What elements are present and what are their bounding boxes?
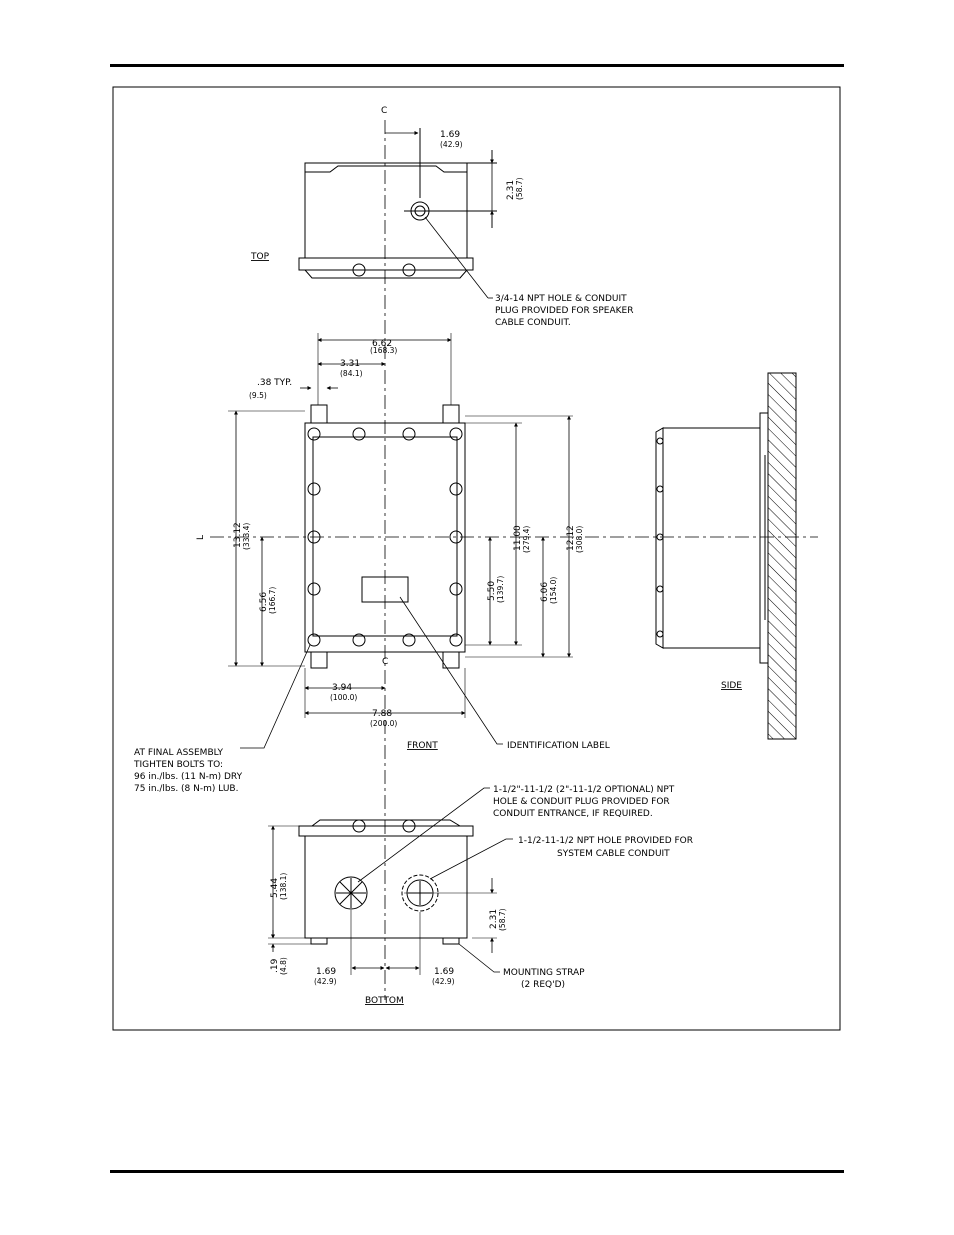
top-height-dim-mm: (58.7) [515, 177, 524, 200]
body-half-dim: 5.50 [487, 581, 497, 601]
mtg-height-dim-mm: (308.0) [575, 526, 584, 553]
strap-dim: .19 [270, 958, 280, 973]
npt-top-note-1: 3/4-14 NPT HOLE & CONDUIT [495, 294, 627, 304]
half-width-dim: 3.94 [332, 683, 352, 693]
strap-dim-mm: (4.8) [279, 957, 288, 975]
centerline-label: C [381, 106, 387, 116]
assembly-note-3: 96 in./lbs. (11 N-m) DRY [134, 772, 243, 782]
assembly-note-1: AT FINAL ASSEMBLY [134, 748, 223, 758]
front-view-label: FRONT [407, 741, 438, 751]
height-total-dim-mm: (333.4) [242, 523, 251, 550]
bottom-view [298, 819, 474, 945]
top-offset-dim-mm: (42.9) [440, 140, 463, 149]
mtg-half-dim-mm: (154.0) [549, 577, 558, 604]
top-view [298, 128, 497, 279]
bottom-right-dim-mm: (42.9) [432, 977, 455, 986]
height-half-dim-mm: (166.7) [268, 587, 277, 614]
side-view [655, 372, 797, 740]
side-view-label: SIDE [721, 681, 742, 691]
assembly-note-4: 75 in./lbs. (8 N-m) LUB. [134, 784, 238, 794]
body-height-dim: 11.00 [513, 525, 523, 551]
top-height-dim: 2.31 [506, 180, 516, 200]
slot-dim: .38 TYP. [257, 378, 292, 388]
npt-optional-note-3: CONDUIT ENTRANCE, IF REQUIRED. [493, 809, 653, 819]
npt-system-note-2: SYSTEM CABLE CONDUIT [557, 849, 670, 859]
full-width-dim-mm: (200.0) [370, 719, 397, 728]
body-height-dim-mm: (279.4) [522, 526, 531, 553]
mounting-strap-note-1: MOUNTING STRAP [503, 968, 585, 978]
slot-dim-mm: (9.5) [249, 391, 267, 400]
npt-top-note-2: PLUG PROVIDED FOR SPEAKER [495, 306, 633, 316]
depth-dim-mm: (138.1) [279, 873, 288, 900]
depth-dim: 5.44 [270, 878, 280, 898]
width-mtg-dim-mm: (168.3) [370, 346, 397, 355]
height-half-dim: 6.56 [259, 592, 269, 612]
bottom-view-label: BOTTOM [365, 996, 404, 1006]
half-mtg-dim-mm: (84.1) [340, 369, 363, 378]
top-offset-dim: 1.69 [440, 130, 460, 140]
front-centerline-label: C [382, 657, 388, 667]
width-mtg-dim: 6.62 [372, 339, 392, 349]
assembly-note-2: TIGHTEN BOLTS TO: [133, 760, 223, 770]
height-total-dim: 13.12 [233, 522, 243, 548]
npt-system-note-1: 1-1/2-11-1/2 NPT HOLE PROVIDED FOR [518, 836, 693, 846]
bottom-height-dim: 2.31 [489, 909, 499, 929]
mtg-half-dim: 6.06 [540, 582, 550, 602]
bottom-right-dim: 1.69 [434, 967, 454, 977]
mounting-strap-note-2: (2 REQ'D) [521, 980, 565, 990]
npt-top-note-3: CABLE CONDUIT. [495, 318, 571, 328]
npt-optional-note-2: HOLE & CONDUIT PLUG PROVIDED FOR [493, 797, 670, 807]
bottom-left-dim-mm: (42.9) [314, 977, 337, 986]
bottom-height-dim-mm: (58.7) [498, 908, 507, 931]
mtg-height-dim: 12.12 [566, 525, 576, 551]
front-view [304, 404, 466, 669]
drawing-frame [112, 86, 841, 1031]
half-mtg-dim: 3.31 [340, 359, 360, 369]
footer-rule [110, 1170, 844, 1173]
bottom-left-dim: 1.69 [316, 967, 336, 977]
header-rule [110, 64, 844, 67]
ident-label-note: IDENTIFICATION LABEL [507, 741, 610, 751]
body-half-dim-mm: (139.7) [496, 576, 505, 603]
half-width-dim-mm: (100.0) [330, 693, 357, 702]
npt-optional-note-1: 1-1/2"-11-1/2 (2"-11-1/2 OPTIONAL) NPT [493, 785, 675, 795]
full-width-dim: 7.88 [372, 709, 392, 719]
centerline-label-left: L [196, 535, 206, 540]
top-view-label: TOP [250, 252, 270, 262]
